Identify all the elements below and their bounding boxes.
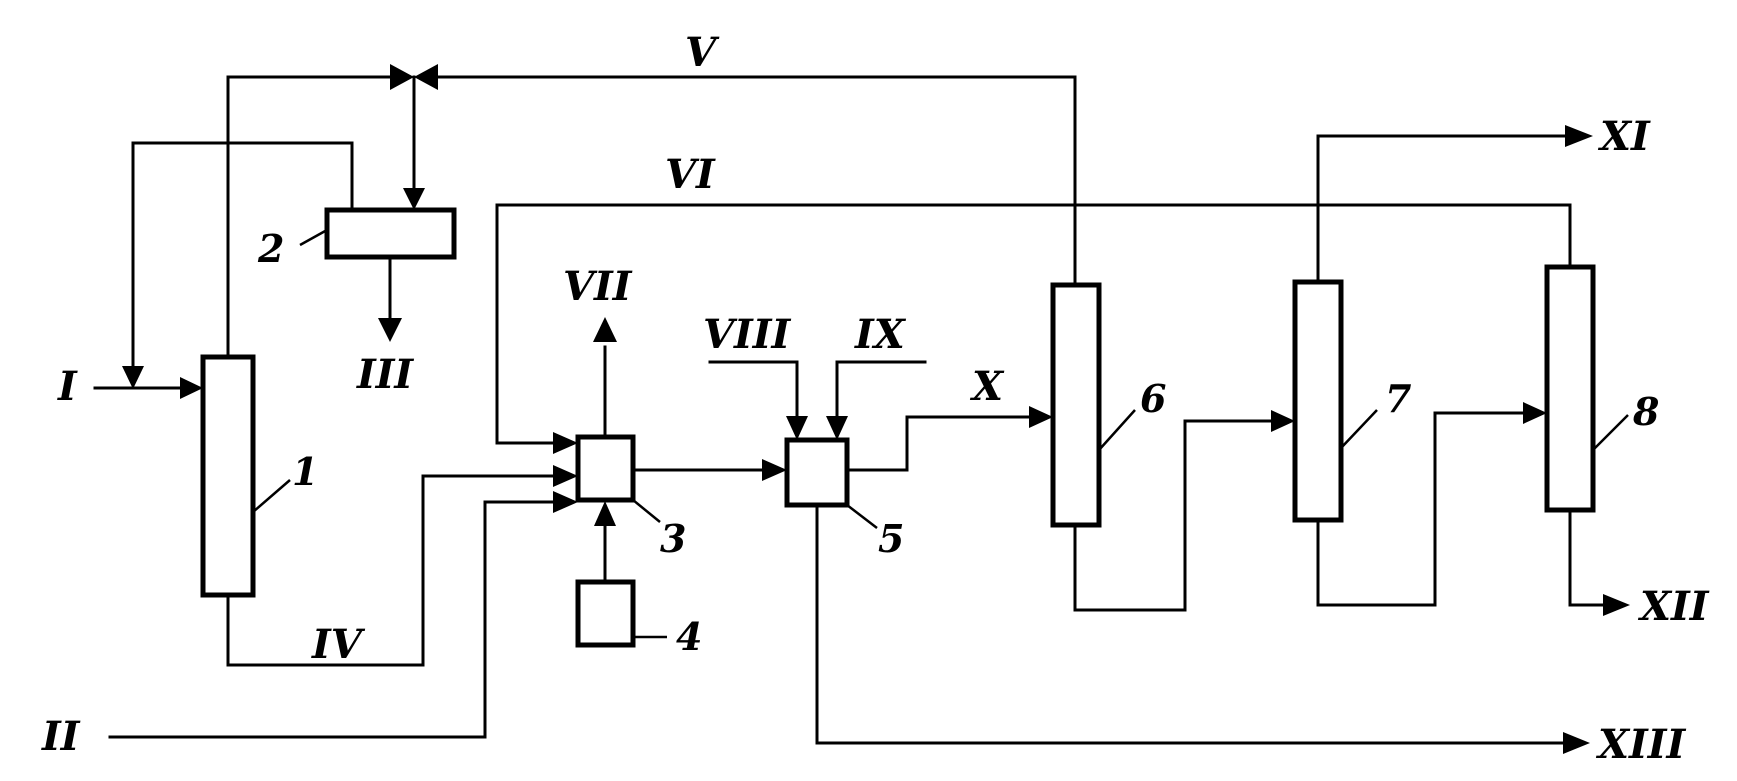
valve-symbol <box>390 64 438 90</box>
stream-viii-line <box>708 360 799 420</box>
label-stream-xi: XI <box>1597 113 1651 160</box>
arrow-to-column-8 <box>1523 402 1547 424</box>
equipment <box>200 207 1596 648</box>
stream-xi-line <box>1316 134 1569 284</box>
label-stream-vii: VII <box>563 263 633 310</box>
label-stream-vi: VI <box>665 151 716 198</box>
label-unit-3: 3 <box>660 516 686 561</box>
label-stream-x: X <box>969 363 1005 410</box>
column-6-to-7-line <box>1073 419 1279 612</box>
stream-xiii-line <box>815 503 1567 745</box>
label-unit-8: 8 <box>1632 389 1659 434</box>
column-1 <box>200 354 256 598</box>
stream-ix-line <box>835 360 927 420</box>
reactor-5 <box>784 437 850 508</box>
arrow-x <box>1029 406 1053 428</box>
stream-labels: I II III IV V VI VII VIII IX X XI XII XI… <box>41 29 1710 768</box>
stream-vi-line <box>495 203 1572 445</box>
arrow-vi-in <box>553 432 578 454</box>
arrowheads <box>122 125 1630 754</box>
column-7-to-8-line <box>1316 411 1530 607</box>
leader-lines <box>252 228 1629 639</box>
label-stream-iii: III <box>356 351 414 398</box>
stream-x-line <box>845 415 1039 472</box>
mixer-3 <box>575 434 636 503</box>
stream-iv-line <box>226 474 554 667</box>
label-unit-7: 7 <box>1385 376 1411 421</box>
arrow-to-reactor <box>762 459 787 481</box>
column-8 <box>1544 264 1596 513</box>
arrow-unit-4 <box>594 501 616 526</box>
unit-labels: 1 2 3 4 5 6 7 8 <box>257 226 1659 659</box>
stream-ii-line <box>108 500 554 739</box>
unit-4 <box>575 579 636 648</box>
label-unit-4: 4 <box>676 614 702 659</box>
arrow-xiii <box>1563 732 1590 754</box>
arrow-iii <box>378 318 402 342</box>
label-stream-iv: IV <box>311 621 366 668</box>
arrow-reflux <box>122 366 144 389</box>
arrow-viii <box>786 416 808 440</box>
arrow-xii <box>1603 594 1630 616</box>
arrow-to-separator <box>403 188 425 210</box>
arrow-ix <box>826 416 848 440</box>
stream-xii-line <box>1568 508 1607 607</box>
separator-2 <box>324 207 457 260</box>
arrow-ii-in <box>553 491 578 513</box>
arrow-feed-i <box>180 377 203 399</box>
label-stream-v: V <box>685 29 720 76</box>
label-unit-1: 1 <box>292 449 318 494</box>
flow-lines <box>93 75 1607 745</box>
separator-reflux-line <box>131 141 354 370</box>
column-7 <box>1292 279 1344 523</box>
arrow-to-column-7 <box>1271 410 1295 432</box>
label-stream-ii: II <box>41 713 81 760</box>
arrow-vii <box>593 317 617 342</box>
arrow-iv-in <box>553 465 578 487</box>
label-stream-i: I <box>57 363 78 410</box>
label-stream-ix: IX <box>854 311 907 358</box>
valve-to-column-1-line <box>226 75 400 359</box>
label-stream-viii: VIII <box>703 311 791 358</box>
column-6 <box>1050 282 1102 528</box>
stream-v-line <box>428 75 1077 287</box>
label-unit-5: 5 <box>878 516 904 561</box>
label-stream-xiii: XIII <box>1595 721 1686 768</box>
label-unit-6: 6 <box>1140 376 1166 421</box>
label-stream-xii: XII <box>1637 583 1710 630</box>
label-unit-2: 2 <box>257 226 284 271</box>
arrow-xi <box>1565 125 1593 147</box>
